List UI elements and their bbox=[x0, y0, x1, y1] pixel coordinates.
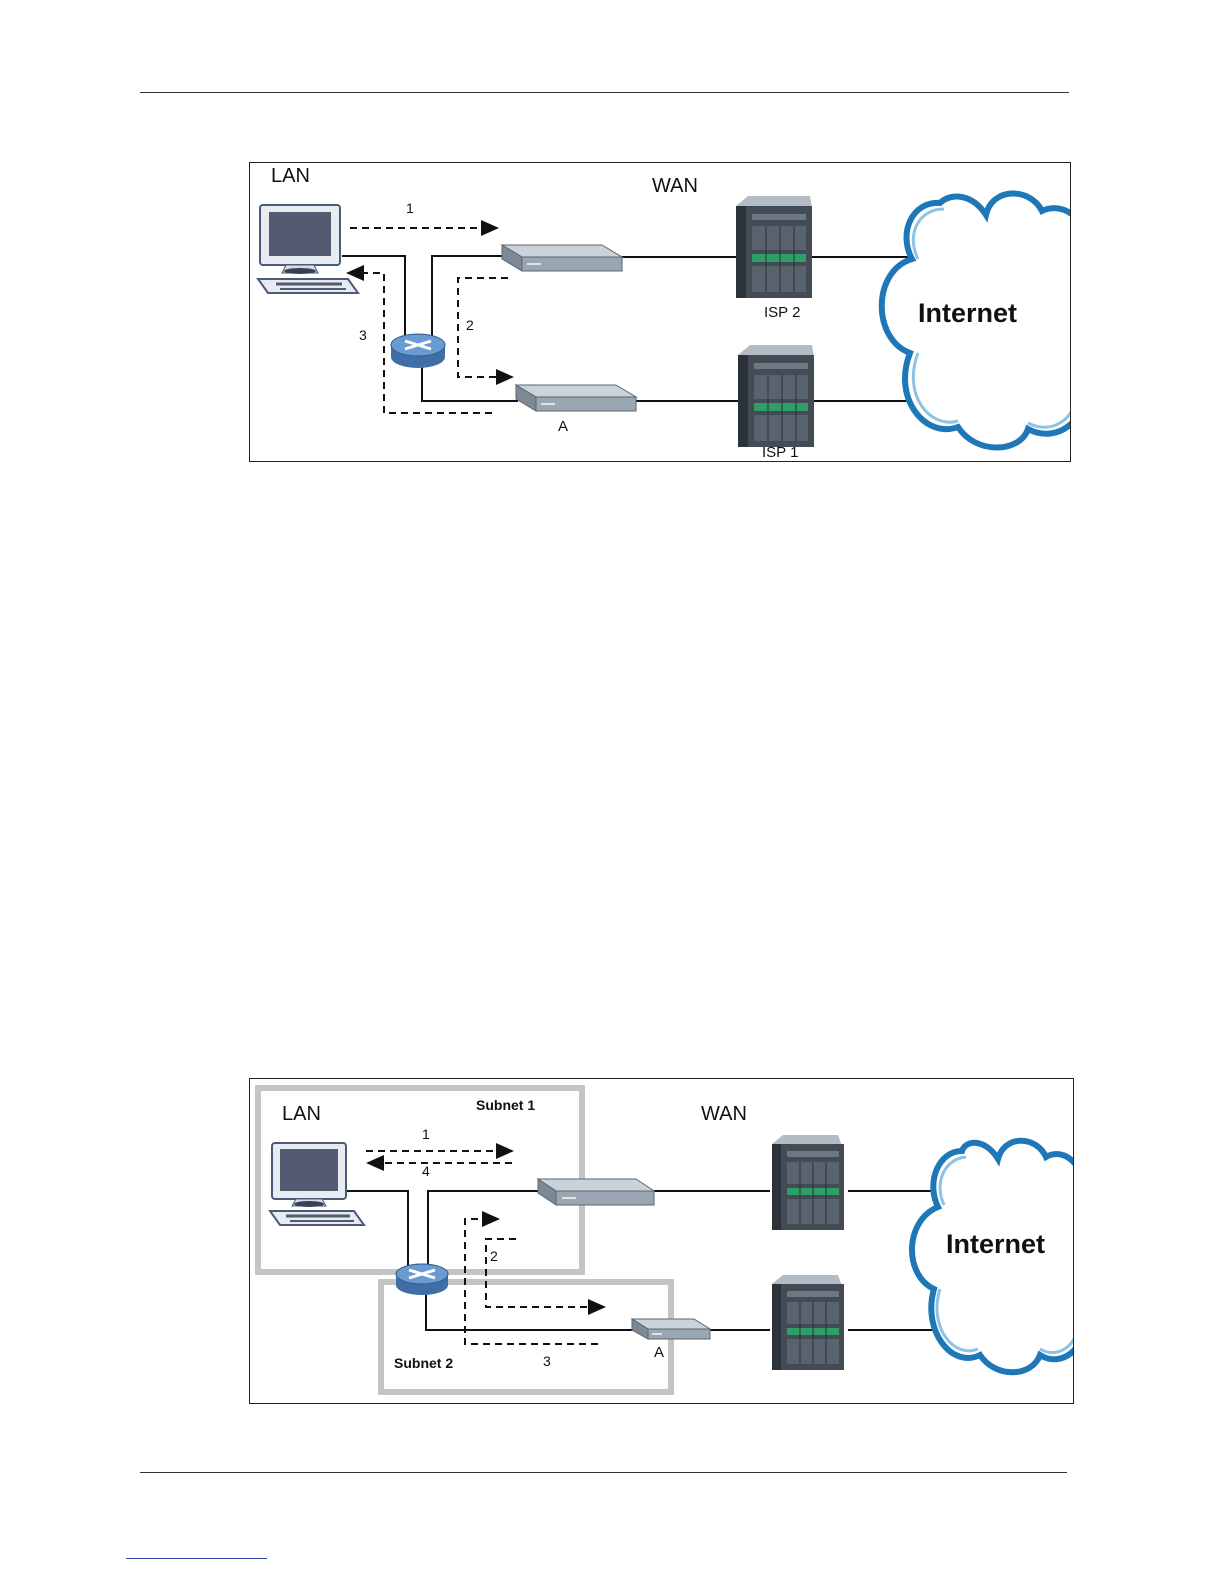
computer-icon bbox=[258, 205, 358, 293]
step-3-label: 3 bbox=[543, 1353, 551, 1369]
footer-link-underline bbox=[126, 1558, 267, 1559]
step-1-label: 1 bbox=[406, 200, 414, 216]
server-icon-bottom bbox=[772, 1275, 844, 1370]
step-4-label: 4 bbox=[422, 1163, 430, 1179]
isp1-server-icon bbox=[738, 345, 814, 447]
step-3-label: 3 bbox=[359, 327, 367, 343]
header-rule bbox=[140, 92, 1069, 93]
isp2-server-icon bbox=[736, 196, 812, 298]
subnet-2-region bbox=[381, 1282, 671, 1392]
gateway-device-a bbox=[516, 385, 636, 411]
isp2-label: ISP 2 bbox=[764, 304, 800, 321]
router-icon bbox=[391, 334, 445, 368]
internet-label: Internet bbox=[946, 1229, 1045, 1260]
internet-label: Internet bbox=[918, 298, 1017, 329]
step-1-label: 1 bbox=[422, 1126, 430, 1142]
computer-icon bbox=[270, 1143, 364, 1225]
lan-label: LAN bbox=[271, 165, 310, 188]
server-icon-top bbox=[772, 1135, 844, 1230]
network-diagram-2: LAN WAN Subnet 1 Subnet 2 1 4 2 3 A Inte… bbox=[249, 1078, 1074, 1404]
gateway-device-top bbox=[502, 245, 622, 271]
network-diagram-1: LAN WAN 1 2 3 ISP 2 ISP 1 A Internet bbox=[249, 162, 1071, 462]
isp1-label: ISP 1 bbox=[762, 444, 798, 461]
footer-rule bbox=[140, 1472, 1067, 1473]
gateway-a-label: A bbox=[654, 1344, 664, 1361]
subnet-1-label: Subnet 1 bbox=[476, 1097, 535, 1113]
gateway-device-top bbox=[538, 1179, 654, 1205]
router-icon bbox=[396, 1264, 448, 1295]
gateway-device-a bbox=[632, 1319, 710, 1339]
wan-label: WAN bbox=[701, 1103, 747, 1126]
wan-label: WAN bbox=[652, 175, 698, 198]
subnet-2-label: Subnet 2 bbox=[394, 1355, 453, 1371]
lan-label: LAN bbox=[282, 1103, 321, 1126]
connection-lines bbox=[342, 256, 910, 401]
step-2-label: 2 bbox=[490, 1248, 498, 1264]
gateway-a-label: A bbox=[558, 418, 568, 435]
step-2-label: 2 bbox=[466, 317, 474, 333]
connection-lines bbox=[346, 1191, 934, 1330]
